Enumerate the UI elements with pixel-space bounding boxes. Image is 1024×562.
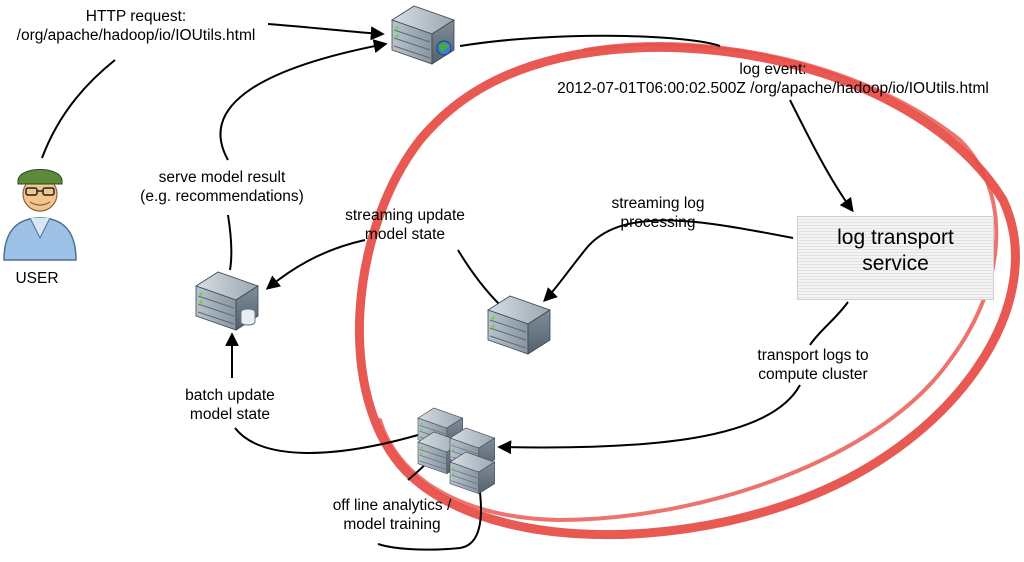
transport-logs-label-line2: compute cluster <box>758 366 868 383</box>
user-icon <box>3 169 77 261</box>
highlight-ellipse <box>354 42 1020 540</box>
streaming-log-label-line2: processing <box>620 214 696 231</box>
server-icon <box>487 295 551 355</box>
connectors <box>41 23 854 551</box>
log-event-label: log event: 2012-07-01T06:00:02.500Z /org… <box>528 60 1018 98</box>
log-transport-service-line2: service <box>862 252 929 275</box>
offline-analytics-label: off line analytics / model training <box>318 496 466 534</box>
arrow-service-to-transport <box>809 301 849 346</box>
arrow-logevent-to-service <box>789 99 854 213</box>
serve-model-label: serve model result (e.g. recommendations… <box>124 168 320 206</box>
transport-logs-label: transport logs to compute cluster <box>742 346 884 384</box>
streaming-update-label-line2: model state <box>364 226 446 243</box>
user-label-text: USER <box>15 270 59 287</box>
offline-analytics-label-line1: off line analytics / <box>332 497 452 514</box>
arrow-streaming-update-to-model <box>265 239 366 290</box>
server-database-icon <box>195 271 259 331</box>
log-transport-service-box: log transport service <box>797 216 994 300</box>
arrow-request-to-web <box>267 23 385 41</box>
http-request-label: HTTP request: /org/apache/hadoop/io/IOUt… <box>4 7 268 45</box>
arrow-serve-to-web <box>219 39 388 161</box>
arrow-cluster-to-batch <box>234 427 419 454</box>
log-transport-service-line1: log transport <box>837 226 954 249</box>
batch-update-label: batch update model state <box>170 386 290 424</box>
arrow-web-to-log <box>459 34 721 47</box>
log-transport-service-title: log transport service <box>798 225 993 277</box>
serve-model-label-line1: serve model result <box>158 169 286 186</box>
batch-update-label-line2: model state <box>189 406 271 423</box>
arrow-cluster-loop <box>377 477 482 551</box>
arrow-stream-server-from-update <box>457 249 501 306</box>
arrow-serve-from-model <box>227 214 233 271</box>
arrow-transport-to-cluster <box>497 384 801 455</box>
http-request-label-line1: HTTP request: <box>85 8 187 25</box>
transport-logs-label-line1: transport logs to <box>757 347 869 364</box>
arrow-service-to-stream-server <box>543 219 794 302</box>
batch-update-label-line1: batch update <box>185 387 275 404</box>
streaming-update-label-line1: streaming update <box>345 207 465 224</box>
streaming-update-label: streaming update model state <box>330 206 480 244</box>
server-cluster-icon <box>417 407 495 495</box>
offline-analytics-label-line2: model training <box>343 516 441 533</box>
log-event-label-line1: log event: <box>739 61 807 78</box>
http-request-label-line2: /org/apache/hadoop/io/IOUtils.html <box>16 27 256 44</box>
streaming-log-label: streaming log processing <box>596 194 720 232</box>
server-globe-icon <box>391 5 455 65</box>
user-label: USER <box>2 269 72 288</box>
serve-model-label-line2: (e.g. recommendations) <box>140 188 304 205</box>
streaming-log-label-line1: streaming log <box>611 195 705 212</box>
log-event-label-line2: 2012-07-01T06:00:02.500Z /org/apache/had… <box>557 80 989 97</box>
arrow-user-to-web <box>41 59 116 159</box>
